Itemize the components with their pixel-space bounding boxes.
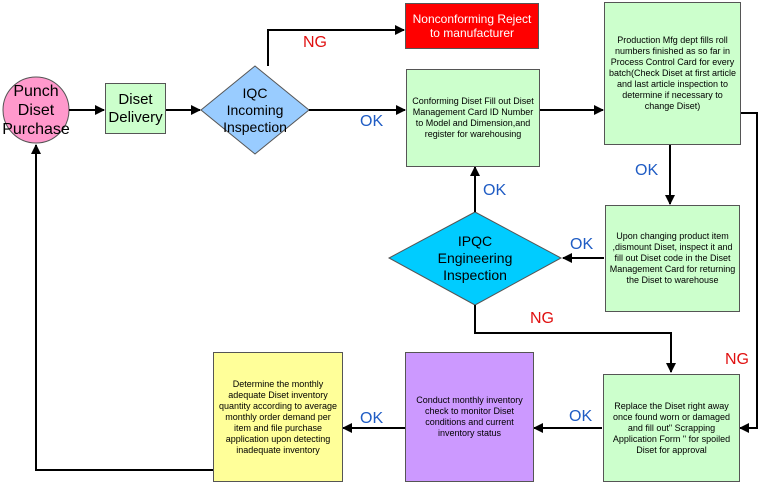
ok-label-replace: OK — [569, 408, 593, 425]
iqc-decision-node — [200, 65, 310, 155]
replace-diset-box: Replace the Diset right away once found … — [603, 374, 740, 482]
arrow-determine-to-punch — [31, 144, 213, 471]
ok-label-changing: OK — [570, 236, 594, 253]
ok-label-iqc: OK — [360, 113, 384, 130]
determine-inventory-box: Determine the monthly adequate Diset inv… — [213, 352, 343, 482]
monthly-inventory-box: Conduct monthly inventory check to monit… — [405, 352, 534, 482]
ipqc-decision-label: IPQC Engineering Inspection — [437, 232, 513, 283]
production-mfg-box: Production Mfg dept fills roll numbers f… — [604, 2, 741, 145]
ng-label-ipqc: NG — [530, 310, 554, 327]
changing-product-box: Upon changing product item ,dismount Dis… — [605, 205, 740, 312]
iqc-decision-label: IQC Incoming Inspection — [223, 84, 287, 135]
arrow-ipqc-to-replace — [474, 305, 676, 373]
punch-diset-purchase-label: Punch Diset Purchase — [2, 82, 70, 138]
conforming-diset-box: Conforming Diset Fill out Diset Manageme… — [406, 69, 540, 167]
ok-label-monthly: OK — [360, 410, 384, 427]
ok-label-production: OK — [635, 162, 659, 179]
nonconforming-box: Nonconforming Reject to manufacturer — [405, 3, 539, 49]
arrow-production-to-replace — [739, 112, 758, 433]
connectors — [31, 25, 758, 471]
diset-delivery-box: Diset Delivery — [105, 83, 166, 134]
ok-label-ipqc-up: OK — [483, 182, 507, 199]
ng-label-production: NG — [725, 351, 749, 368]
ng-label-iqc: NG — [303, 34, 327, 51]
arrow-iqc-to-reject — [267, 25, 405, 66]
